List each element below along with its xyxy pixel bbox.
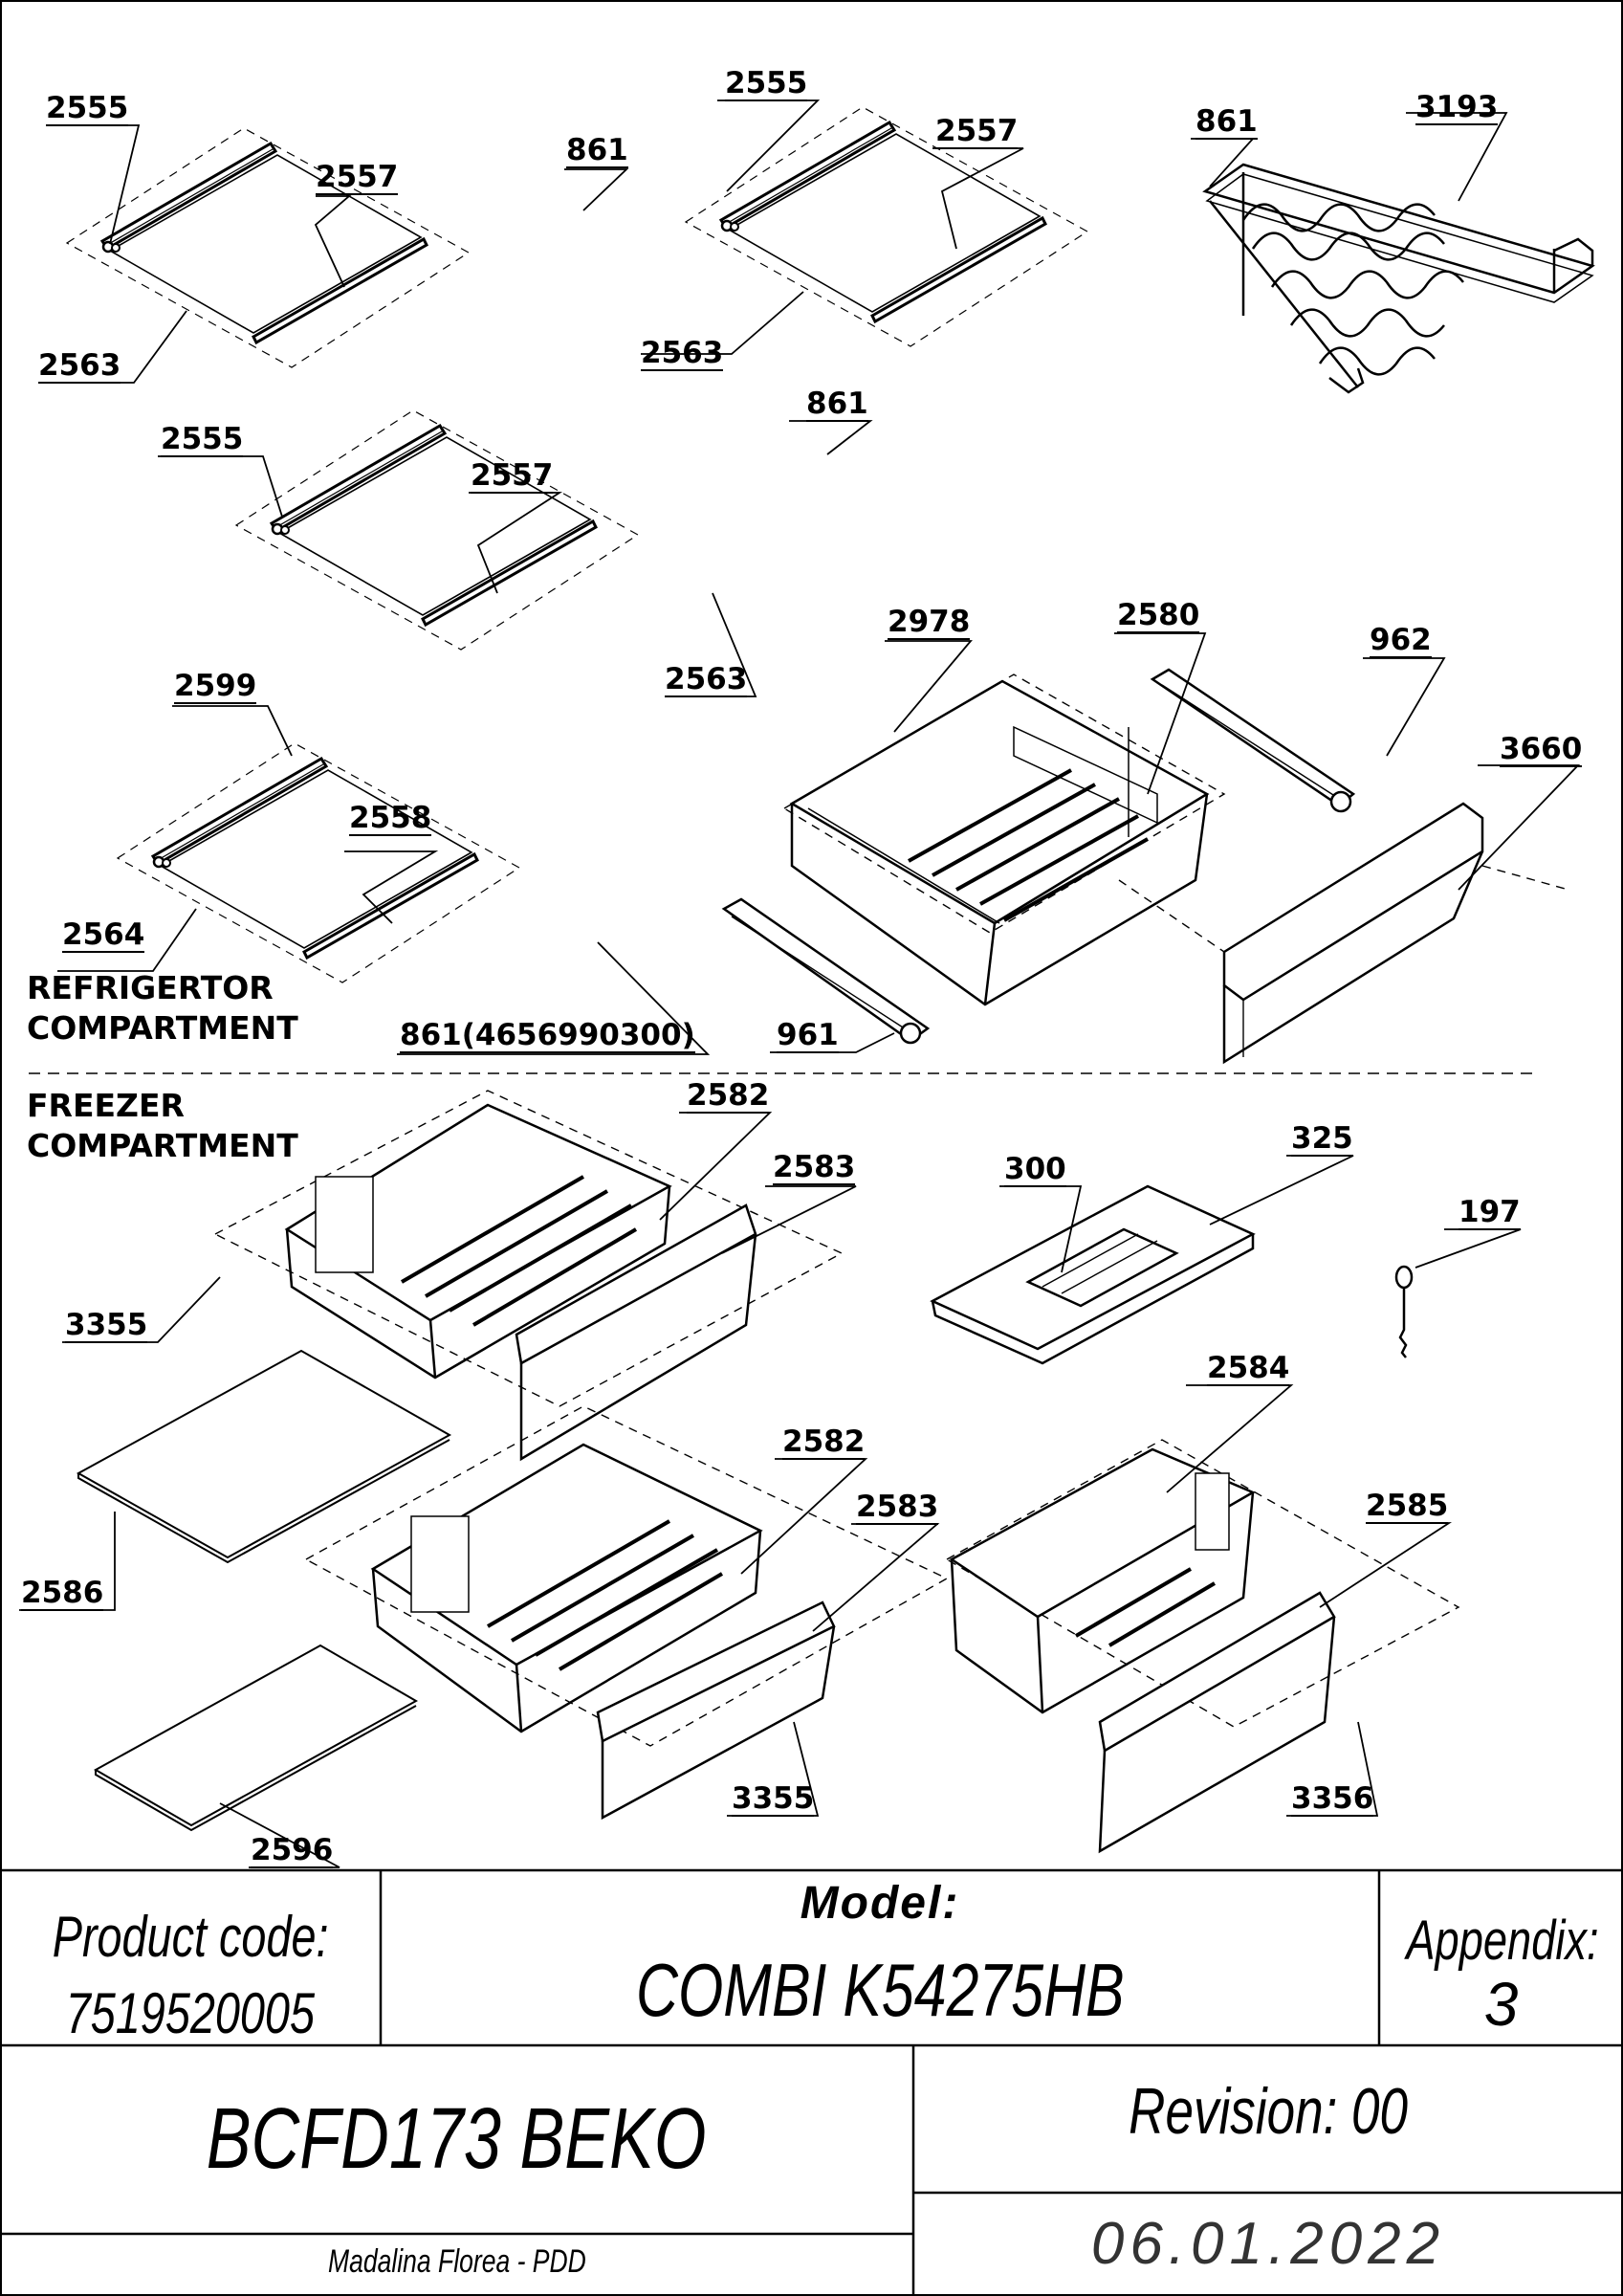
part-label-197: 197 [1459,1195,1521,1230]
part-label-861-4656990300: 861(4656990300) [400,1018,695,1053]
freezer-front-2585 [1098,1591,1336,1854]
product-name-cell: BCFD173 BEKO [0,2090,913,2189]
model-label: Model: [800,1878,960,1929]
product-code-label-cell: Product code: [0,1904,381,1970]
product-code-cell: 7519520005 [0,1980,381,2046]
part-label-2596: 2596 [251,1833,334,1868]
divider-2596 [93,1644,419,1832]
part-label-3356: 3356 [1291,1781,1374,1817]
part-label-2555: 2555 [46,91,129,126]
rail-962 [1150,668,1356,813]
model-value: COMBI K54275HB [635,1948,1125,2032]
ice-tray [930,1184,1256,1365]
part-label-2599: 2599 [174,669,257,704]
part-label-962: 962 [1370,623,1432,658]
part-label-3355: 3355 [65,1308,148,1343]
crisper-drawer [782,673,1226,1006]
freezer-front-upper [515,1203,757,1462]
revision-cell: Revision: 00 [913,2074,1623,2149]
part-label-2557: 2557 [935,114,1019,149]
freezer-drawer-upper [213,1090,844,1407]
part-label-3660: 3660 [1500,732,1583,767]
freezer-compartment-title: FREEZER COMPARTMENT [27,1087,298,1164]
author: Madalina Florea - PDD [327,2243,586,2280]
part-label-2557: 2557 [471,458,554,494]
part-label-2978: 2978 [888,605,971,640]
part-label-861: 861 [566,133,628,168]
part-label-2582: 2582 [782,1424,866,1460]
freezer-drawer-lower [304,1405,949,1747]
part-label-300: 300 [1004,1152,1066,1187]
part-label-2555: 2555 [725,66,808,101]
rail-961 [721,897,931,1045]
part-label-2585: 2585 [1366,1489,1449,1524]
part-label-2563: 2563 [665,662,748,697]
wine-rack [1202,163,1595,394]
part-label-2557: 2557 [316,160,399,195]
part-label-2586: 2586 [21,1576,104,1611]
appendix-label: Appendix: [1406,1910,1599,1972]
product-name: BCFD173 BEKO [207,2091,707,2187]
refrigerator-compartment-title: REFRIGERTOR COMPARTMENT [27,969,298,1047]
appendix-value: 3 [1483,1970,1519,2039]
part-label-861: 861 [1195,104,1258,140]
part-label-961: 961 [777,1018,839,1053]
model-cell: COMBI K54275HB [381,1947,1379,2034]
part-label-2564: 2564 [62,917,145,953]
freezer-drawer-2584 [945,1439,1460,1728]
key-197 [1394,1265,1414,1358]
divider-2586 [76,1349,452,1564]
product-code-value: 7519520005 [65,1981,316,2045]
part-label-2580: 2580 [1117,598,1200,633]
part-label-2563: 2563 [38,348,121,384]
freezer-front-lower [596,1601,836,1821]
part-label-2558: 2558 [349,801,432,836]
product-code-label: Product code: [52,1905,329,1969]
author-cell: Madalina Florea - PDD [0,2243,913,2281]
appendix-label-cell: Appendix: [1379,1909,1623,1973]
part-label-2582: 2582 [687,1078,770,1114]
part-label-2583: 2583 [856,1490,939,1525]
part-label-325: 325 [1291,1121,1353,1157]
date: 06.01.2022 [1090,2211,1446,2277]
part-label-2583: 2583 [773,1150,856,1185]
revision: Revision: 00 [1129,2075,1408,2148]
part-label-3193: 3193 [1415,90,1499,125]
part-label-3355: 3355 [732,1781,815,1817]
part-label-2563: 2563 [641,336,724,371]
drawer-front-3660 [1118,802,1569,1065]
part-label-2555: 2555 [161,422,244,457]
part-label-2584: 2584 [1207,1351,1290,1386]
part-label-861: 861 [806,386,868,422]
